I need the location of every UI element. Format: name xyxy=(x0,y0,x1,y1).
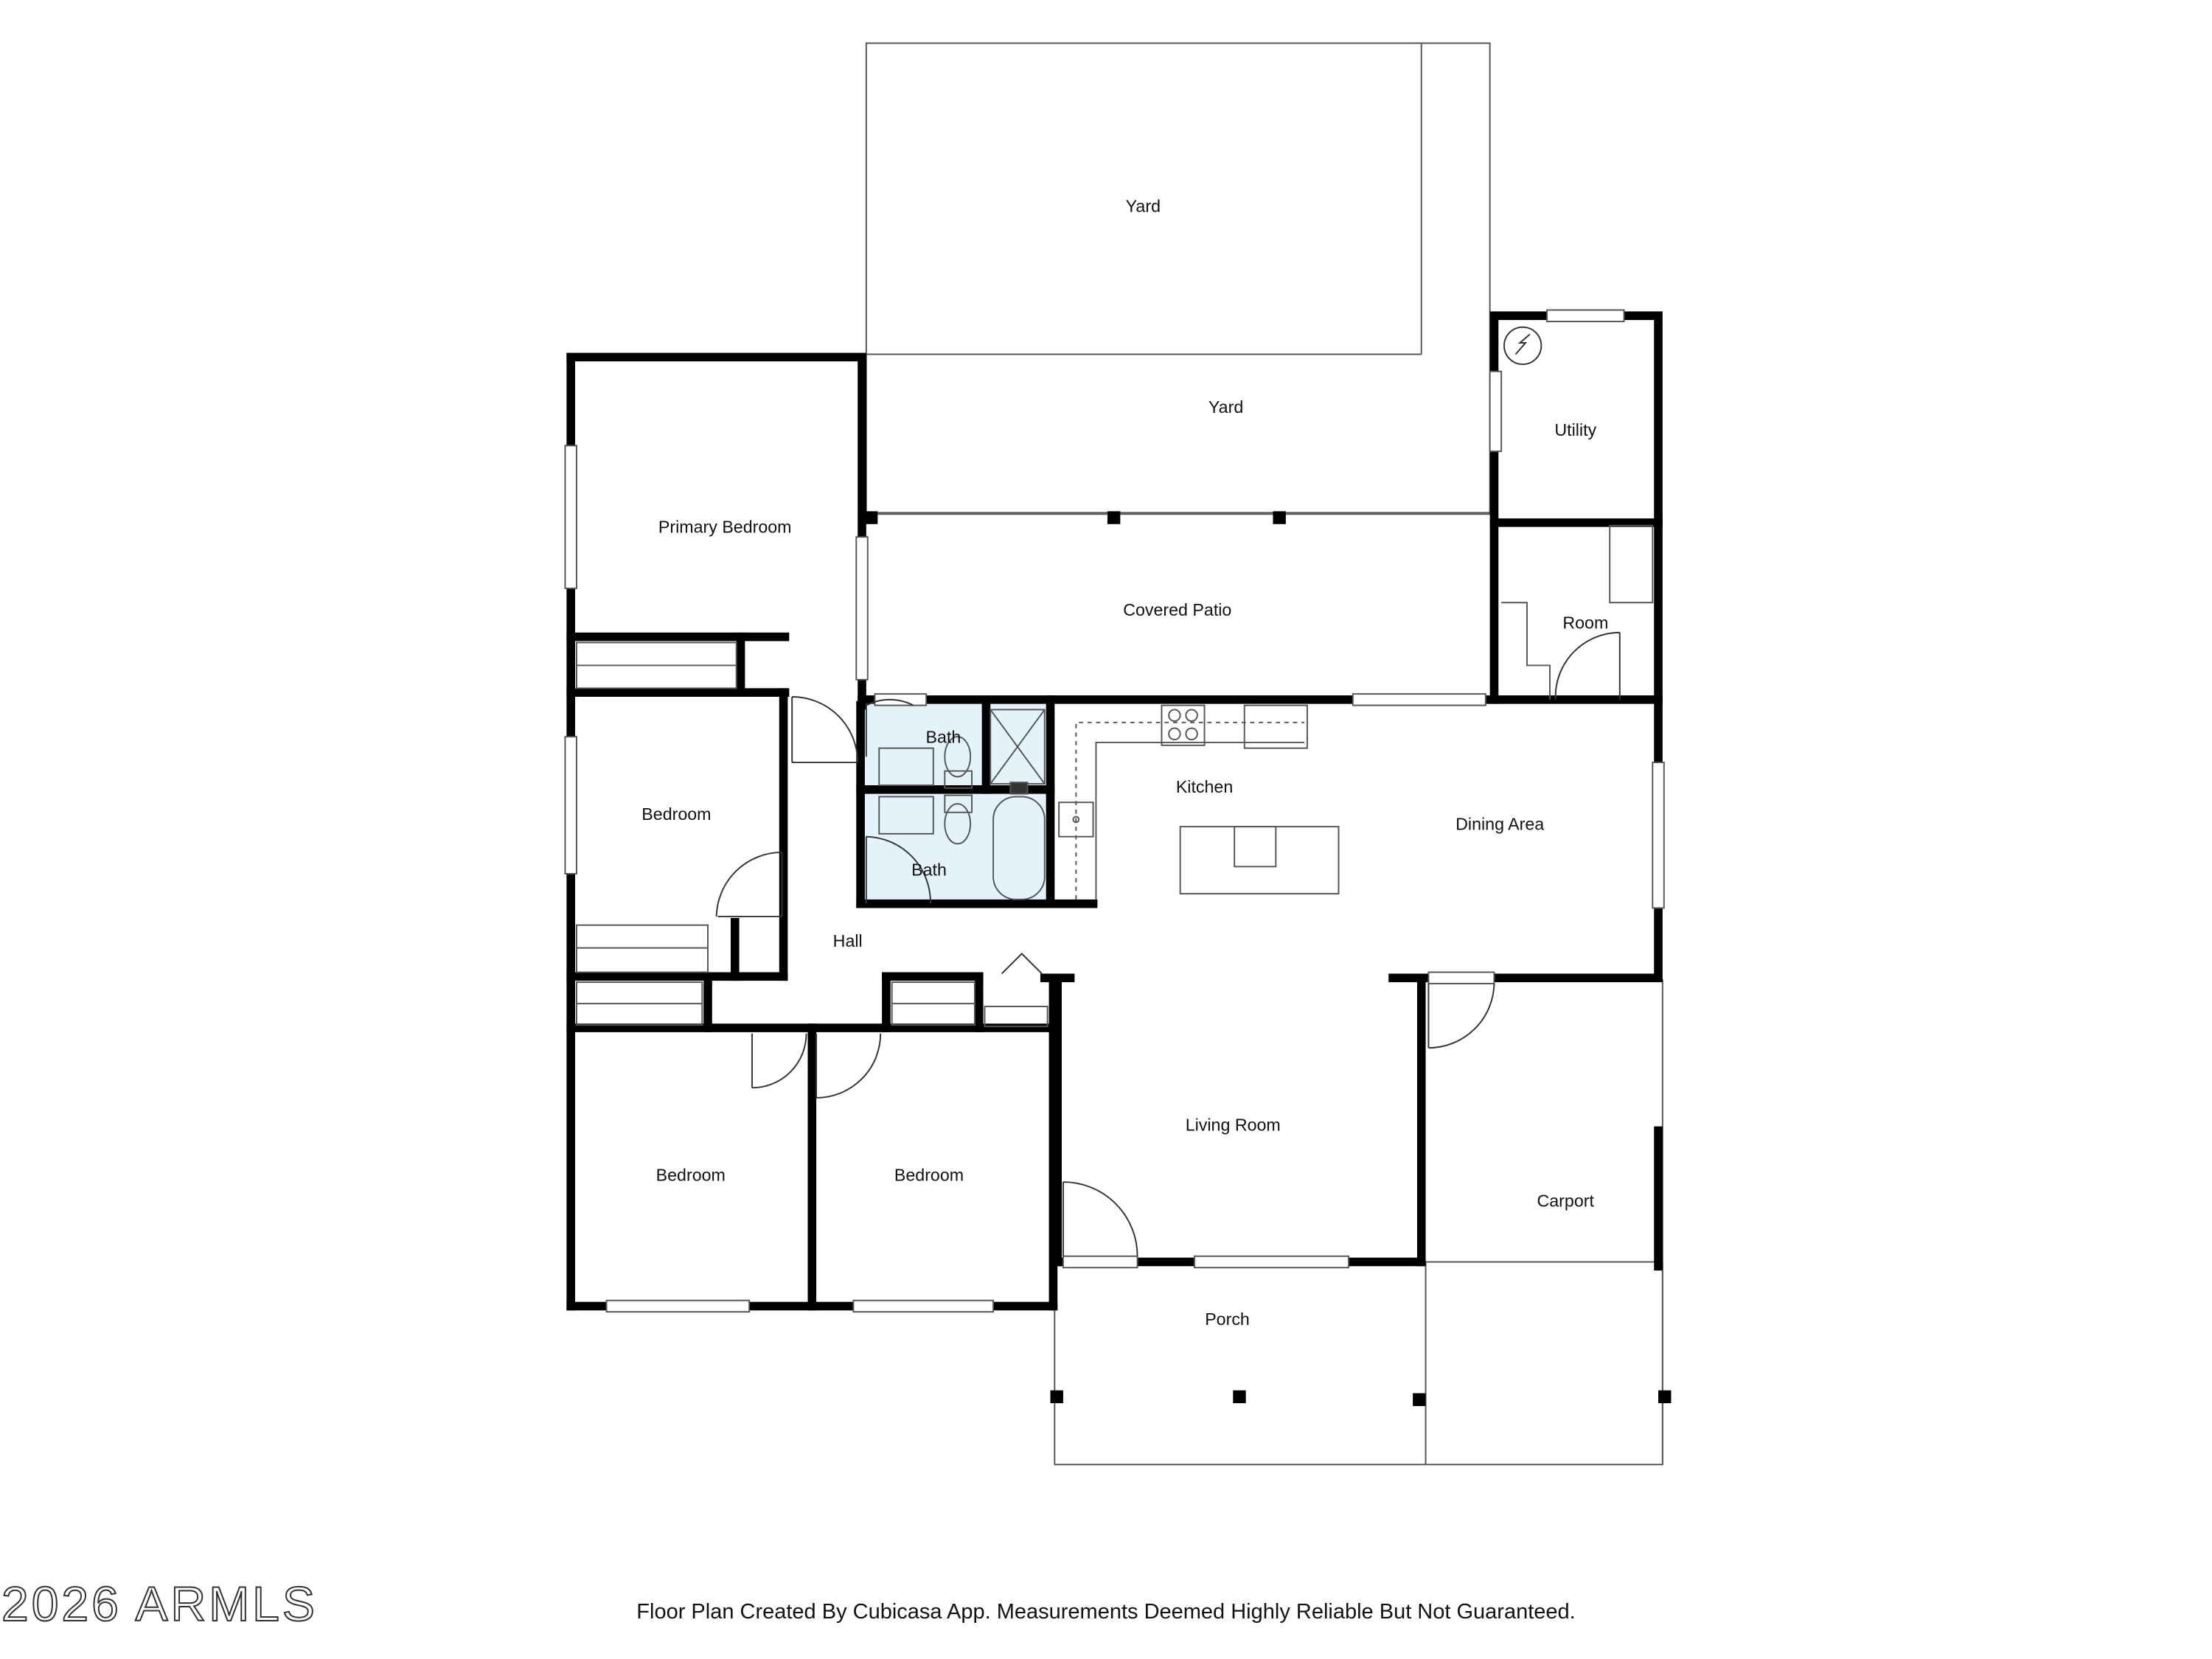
room-labels: Yard Yard Utility Primary Bedroom Covere… xyxy=(641,196,1608,1329)
label-bedroom-left: Bedroom xyxy=(656,1165,726,1184)
label-carport: Carport xyxy=(1537,1191,1595,1210)
label-bedroom-right: Bedroom xyxy=(894,1165,964,1184)
label-hall: Hall xyxy=(833,931,863,950)
label-yard-upper: Yard xyxy=(1126,196,1161,215)
label-room: Room xyxy=(1562,613,1608,632)
label-living-room: Living Room xyxy=(1186,1116,1281,1135)
label-dining-area: Dining Area xyxy=(1455,814,1544,833)
windows xyxy=(564,309,1665,1313)
label-primary-bedroom: Primary Bedroom xyxy=(658,518,792,537)
copyright-watermark: 2026 ARMLS xyxy=(1,1576,318,1632)
bath-fixtures xyxy=(878,709,1046,900)
disclaimer-note: Floor Plan Created By Cubicasa App. Meas… xyxy=(636,1600,1576,1624)
label-bedroom-mid: Bedroom xyxy=(641,804,711,824)
closets xyxy=(575,524,1654,1028)
label-yard-lower: Yard xyxy=(1208,397,1243,417)
kitchen-fixtures xyxy=(1058,704,1340,900)
walls xyxy=(566,311,1663,1311)
water-heater-icon xyxy=(1503,326,1543,365)
label-utility: Utility xyxy=(1554,420,1596,439)
doors xyxy=(715,631,1621,1256)
label-covered-patio: Covered Patio xyxy=(1123,600,1231,619)
label-kitchen: Kitchen xyxy=(1176,777,1233,796)
label-porch: Porch xyxy=(1205,1310,1250,1329)
label-bath-lower: Bath xyxy=(911,860,947,879)
posts xyxy=(864,511,1672,1406)
label-bath-upper: Bath xyxy=(925,727,961,746)
